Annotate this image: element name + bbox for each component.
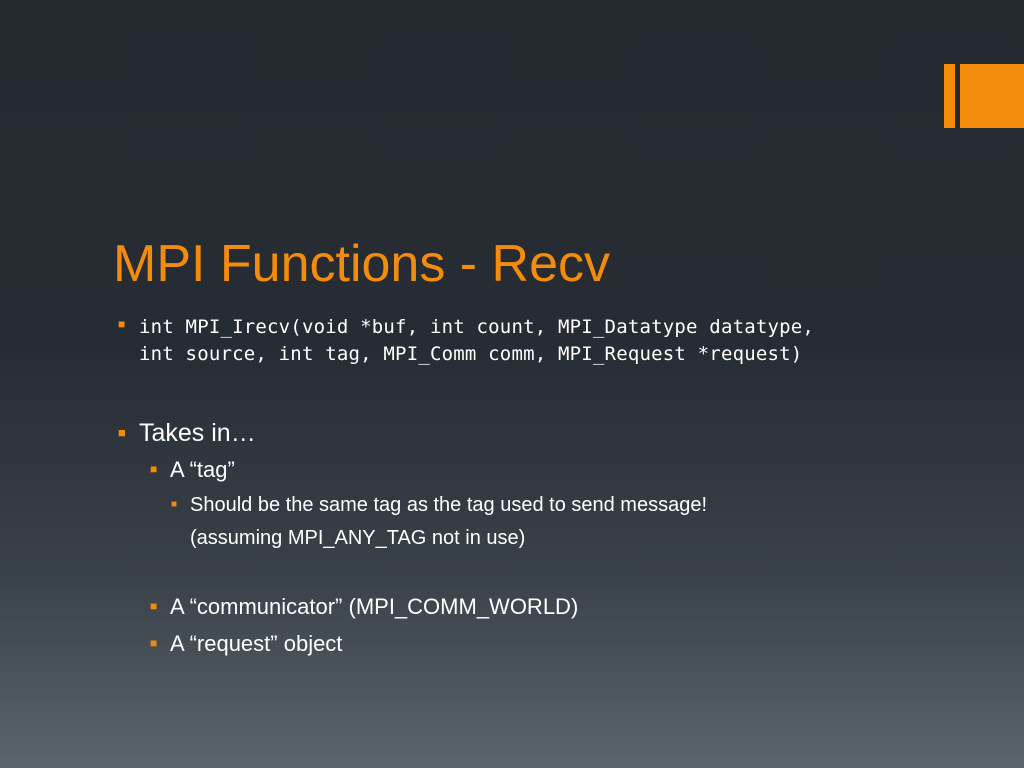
square-bullet-icon: ■	[150, 462, 158, 476]
code-line-1: int MPI_Irecv(void *buf, int count, MPI_…	[139, 316, 815, 338]
bullet-request: A “request” object	[170, 631, 343, 656]
bullet-tag-note: (assuming MPI_ANY_TAG not in use)	[190, 527, 526, 549]
bullet-takes-in: Takes in…	[139, 419, 256, 447]
code-line-2: int source, int tag, MPI_Comm comm, MPI_…	[139, 343, 803, 365]
square-bullet-icon: ■	[150, 636, 158, 650]
bullet-tag: A “tag”	[170, 457, 235, 482]
square-bullet-icon: ■	[150, 599, 158, 613]
square-bullet-icon: ■	[118, 425, 126, 440]
square-bullet-icon: ■	[118, 317, 126, 331]
accent-bar-wide	[960, 64, 1024, 128]
slide-title: MPI Functions - Recv	[113, 235, 611, 293]
accent-bar-thin	[944, 64, 955, 128]
square-bullet-icon: ■	[171, 499, 178, 510]
bullet-tag-detail: Should be the same tag as the tag used t…	[190, 494, 708, 516]
code-signature: int MPI_Irecv(void *buf, int count, MPI_…	[139, 314, 814, 368]
bullet-communicator: A “communicator” (MPI_COMM_WORLD)	[170, 594, 579, 619]
